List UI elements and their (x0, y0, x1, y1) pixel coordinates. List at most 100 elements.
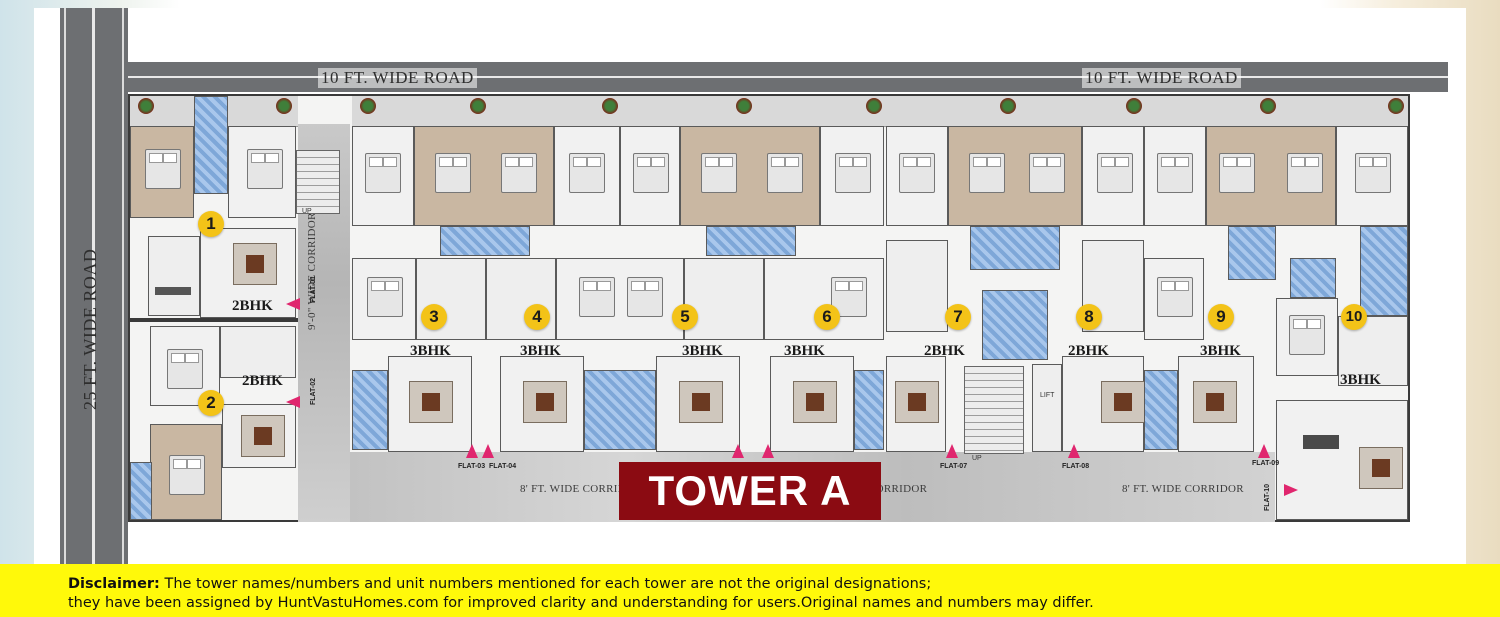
bedroom (1144, 258, 1204, 340)
bathroom (1144, 370, 1178, 450)
flat-tag: FLAT-01 (310, 275, 318, 304)
kitchen (886, 240, 948, 332)
bedroom (554, 126, 620, 226)
bedroom (1082, 126, 1144, 226)
plant-icon (1000, 98, 1016, 114)
drawing-room (1178, 356, 1254, 452)
kitchen (220, 326, 296, 378)
bathroom (1290, 258, 1336, 298)
flat-tag: FLAT-02 (310, 377, 318, 406)
entry-marker-icon (732, 444, 744, 458)
bedroom (620, 126, 680, 226)
bottom-corridor-label-left: 8' FT. WIDE CORRIDOR (520, 483, 642, 495)
entry-marker-icon (466, 444, 478, 458)
staircase-center (964, 366, 1024, 454)
bathroom (1360, 226, 1408, 316)
master-bedroom (948, 126, 1082, 226)
bedroom (886, 126, 948, 226)
entry-marker-icon (482, 444, 494, 458)
bedroom (556, 258, 684, 340)
flat-number-badge: 7 (945, 304, 971, 330)
bathroom (854, 370, 884, 450)
master-bedroom (1206, 126, 1336, 226)
flat-number-badge: 6 (814, 304, 840, 330)
kitchen (684, 258, 764, 340)
flat-tag: FLAT-07 (940, 463, 968, 470)
master-bedroom (680, 126, 820, 226)
flat-tag: FLAT-03 (458, 463, 486, 470)
bathroom (970, 226, 1060, 270)
entry-marker-icon (762, 444, 774, 458)
plant-icon (360, 98, 376, 114)
drawing-dining (200, 228, 296, 318)
bottom-corridor-label-middle: CORRIDOR (868, 483, 928, 495)
flat-type-label: 3BHK (1200, 343, 1241, 359)
plant-icon (1260, 98, 1276, 114)
flat-number-badge: 5 (672, 304, 698, 330)
flat-number-badge: 10 (1341, 304, 1367, 330)
entry-marker-icon (286, 396, 300, 408)
bedroom (130, 126, 194, 218)
bathroom (1228, 226, 1276, 280)
entry-marker-icon (1068, 444, 1080, 458)
plant-icon (866, 98, 882, 114)
plant-icon (1126, 98, 1142, 114)
tower-name-banner: TOWER A (619, 462, 881, 520)
drawing-room (388, 356, 472, 452)
flat-tag: FLAT-10 (1264, 483, 1272, 512)
plant-icon (470, 98, 486, 114)
flat-type-label: 3BHK (410, 343, 451, 359)
plant-icon (138, 98, 154, 114)
bathroom (706, 226, 796, 256)
lift (1032, 364, 1062, 452)
plant-icon (602, 98, 618, 114)
drawing-room (656, 356, 740, 452)
staircase-left (296, 150, 340, 214)
flat-number-badge: 3 (421, 304, 447, 330)
drawing-room (1062, 356, 1145, 452)
vertical-corridor-label: 9'-0" WIDE CORRIDOR (306, 212, 318, 330)
bedroom (352, 126, 414, 226)
disclaimer-label: Disclaimer: (68, 576, 160, 592)
top-road-label-right: 10 FT. WIDE ROAD (1082, 68, 1241, 88)
drawing-dining (222, 404, 296, 468)
flat-tag: FLAT-04 (489, 463, 517, 470)
plant-icon (736, 98, 752, 114)
bedroom (228, 126, 296, 218)
flat-type-label: 2BHK (924, 343, 965, 359)
top-road-label-left: 10 FT. WIDE ROAD (318, 68, 477, 88)
flat-tag: FLAT-09 (1252, 460, 1280, 467)
stair-up-label-left: UP (302, 208, 312, 215)
flat-type-label: 3BHK (1340, 372, 1381, 388)
flat-type-label: 3BHK (784, 343, 825, 359)
flat-tag: FLAT-08 (1062, 463, 1090, 470)
bottom-corridor-label-right: 8' FT. WIDE CORRIDOR (1122, 483, 1244, 495)
dining-drawing (1276, 400, 1408, 520)
bathroom (440, 226, 530, 256)
flat-number-badge: 2 (198, 390, 224, 416)
lift-label: LIFT (1040, 392, 1055, 399)
kitchen (148, 236, 200, 316)
entry-marker-icon (1284, 484, 1298, 496)
lobby-tiles (982, 290, 1048, 360)
bathroom (130, 462, 152, 520)
bedroom (1336, 126, 1408, 226)
disclaimer-line1: The tower names/numbers and unit numbers… (164, 576, 932, 592)
left-road-label: 25 FT. WIDE ROAD (80, 248, 100, 410)
drawing-room (500, 356, 584, 452)
bedroom (150, 424, 222, 520)
flat-number-badge: 4 (524, 304, 550, 330)
disclaimer-bar: Disclaimer: The tower names/numbers and … (0, 564, 1500, 617)
disclaimer-line2: they have been assigned by HuntVastuHome… (68, 595, 1094, 611)
bedroom (352, 258, 416, 340)
bathroom (194, 96, 228, 194)
stair-up-label-center: UP (972, 455, 982, 462)
drawing-room (770, 356, 854, 452)
flat-type-label: 3BHK (520, 343, 561, 359)
drawing-room (886, 356, 946, 452)
left-road (60, 8, 128, 564)
flat-number-badge: 9 (1208, 304, 1234, 330)
bedroom (1276, 298, 1338, 376)
bedroom (820, 126, 884, 226)
flat-number-badge: 8 (1076, 304, 1102, 330)
